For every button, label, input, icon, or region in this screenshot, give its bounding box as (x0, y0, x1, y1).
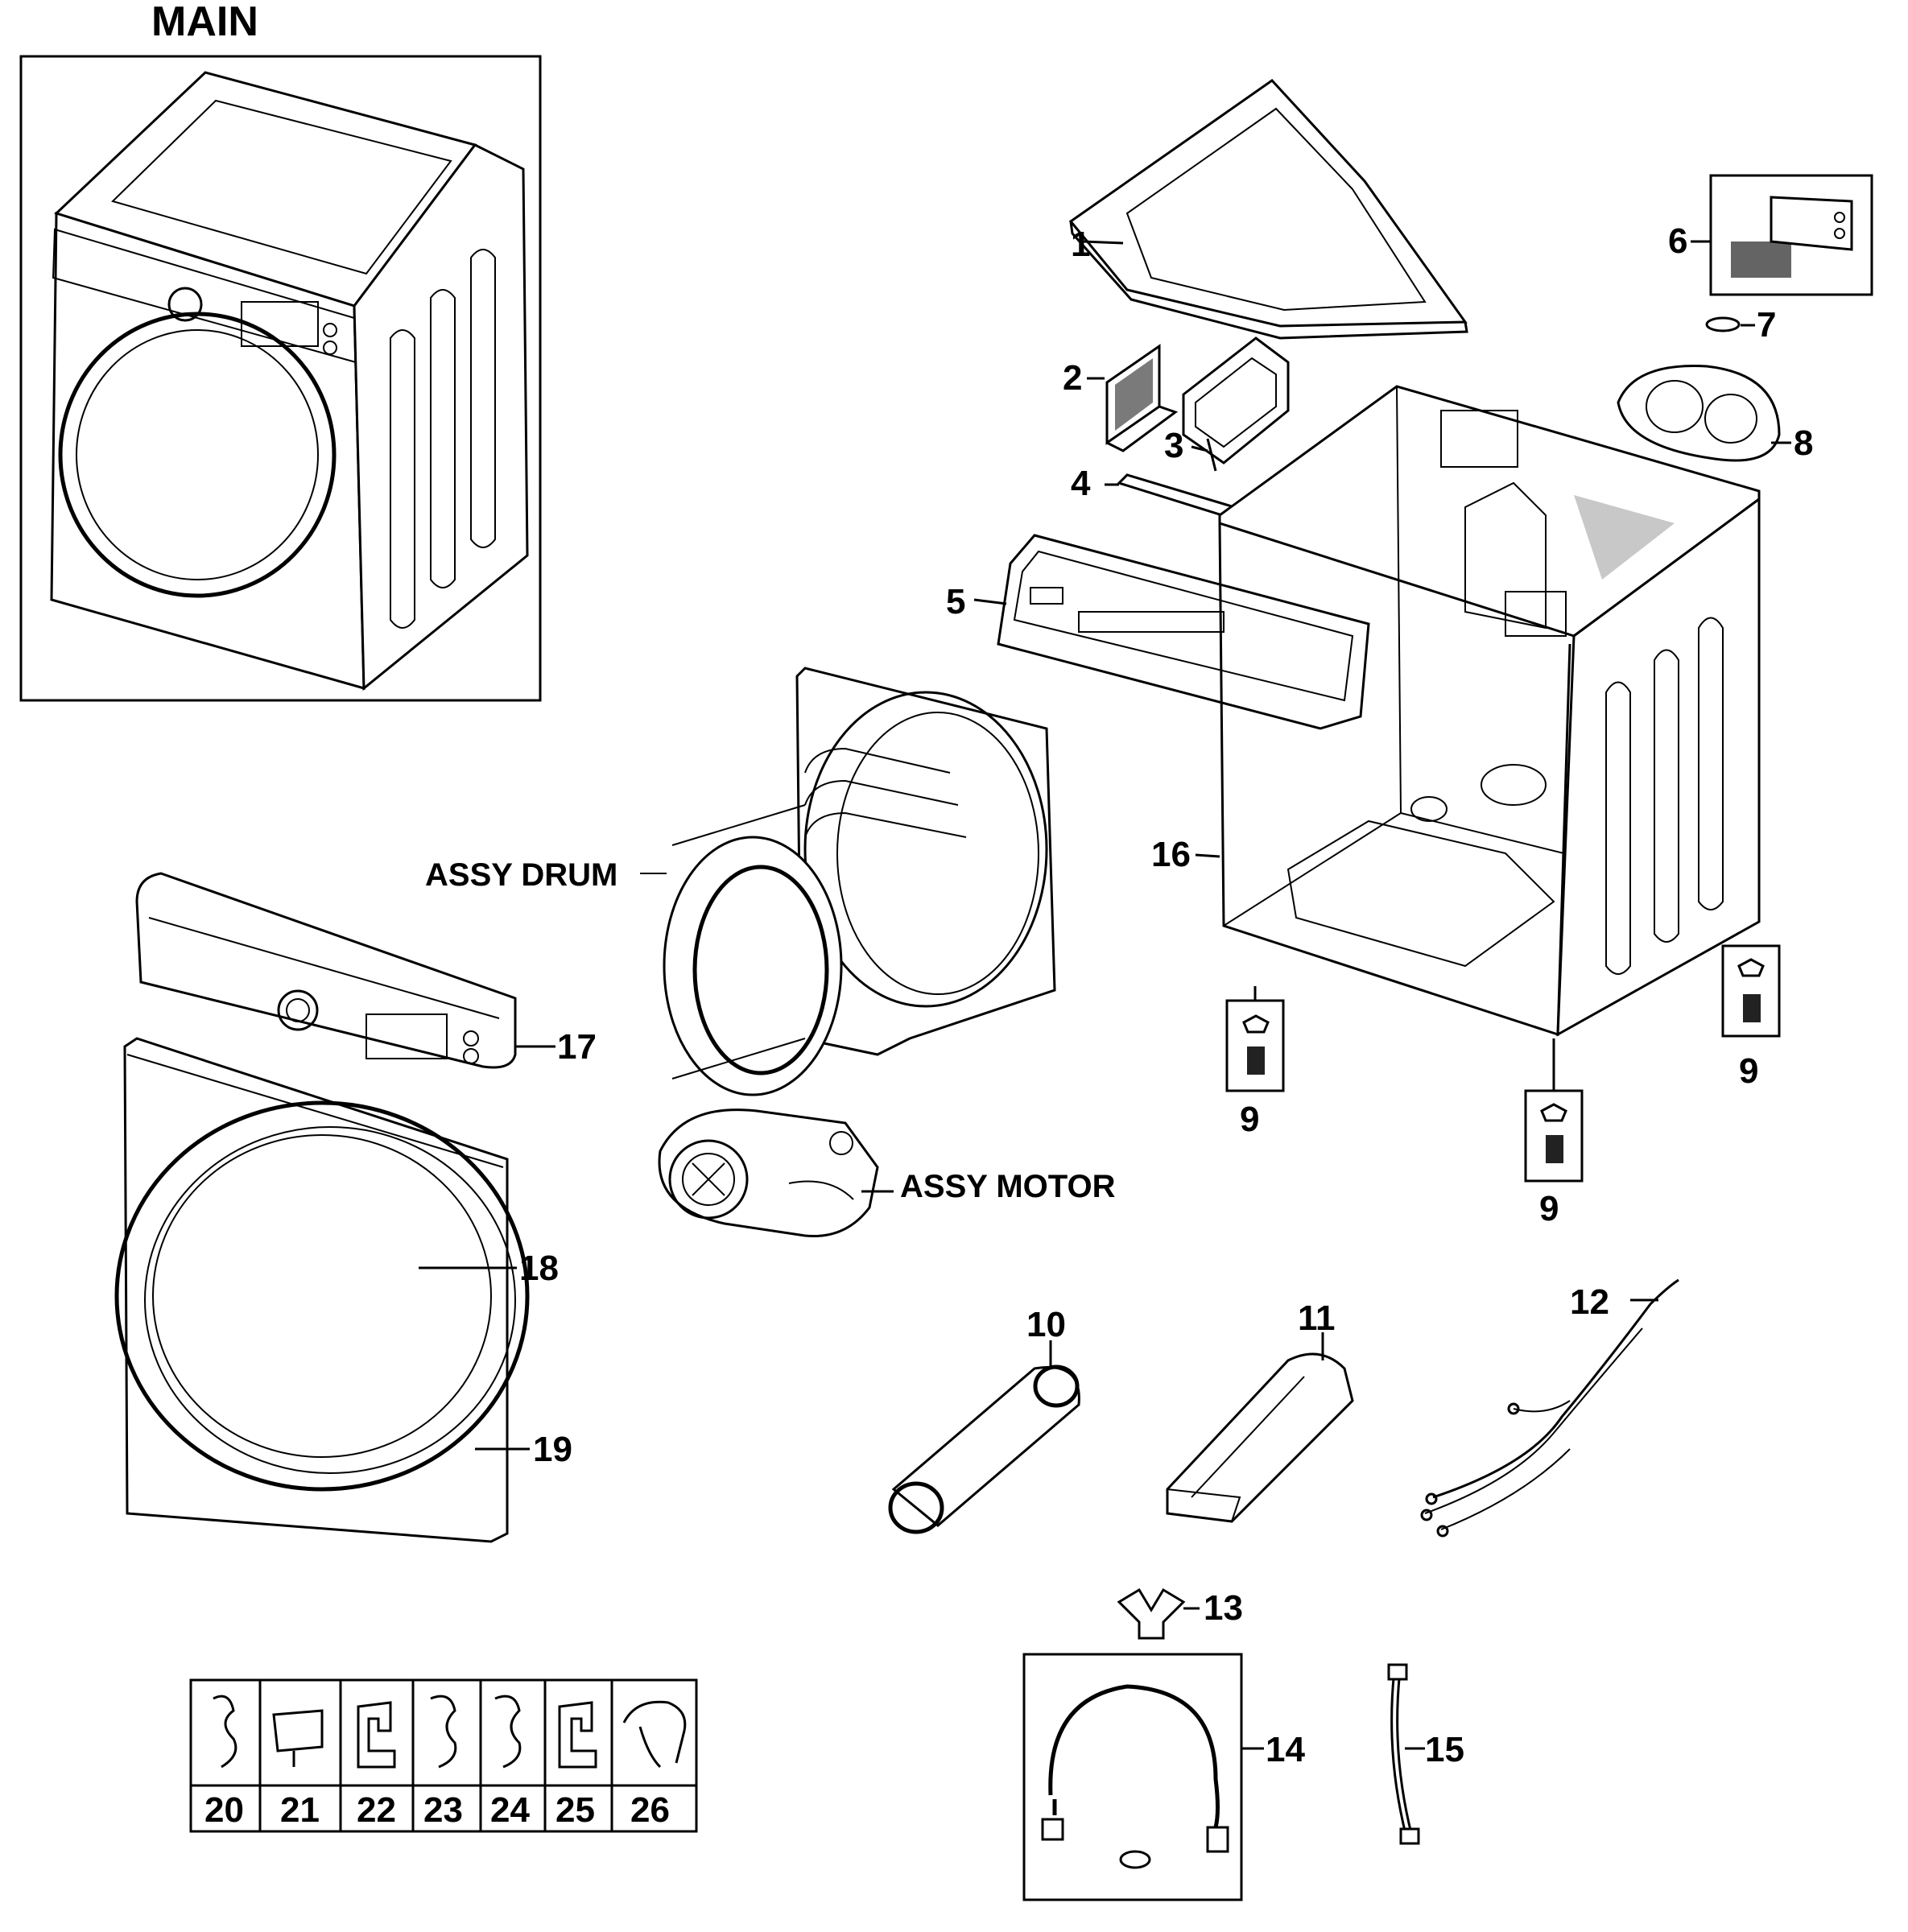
assy-motor-label: ASSY MOTOR (900, 1169, 1116, 1204)
callout-5: 5 (946, 582, 965, 621)
callout-9-right: 9 (1739, 1051, 1758, 1091)
part-y-connector (1117, 1587, 1200, 1640)
part-filter (1087, 344, 1179, 452)
part-water-hose (1022, 1653, 1264, 1901)
callout-4: 4 (1071, 464, 1091, 503)
part-top-panel (1068, 79, 1468, 340)
clip-icon (430, 1695, 457, 1769)
callout-14: 14 (1266, 1730, 1305, 1769)
bracket-icon (558, 1701, 597, 1769)
part-filter-housing (1182, 336, 1290, 472)
hardware-23: 23 (423, 1790, 463, 1830)
part-leveling-foot-left (1225, 986, 1285, 1092)
diagram-title: MAIN (151, 0, 258, 45)
bracket-icon (357, 1701, 396, 1769)
callout-1: 1 (1071, 225, 1090, 264)
hardware-table: 20 21 22 23 24 25 26 (189, 1678, 698, 1833)
part-front-panel (123, 1037, 509, 1543)
callout-9-center: 9 (1539, 1189, 1559, 1228)
callout-13: 13 (1204, 1588, 1243, 1628)
holder-icon (272, 1709, 324, 1767)
main-dryer-overview (19, 55, 542, 702)
callout-11: 11 (1298, 1298, 1336, 1338)
callout-2: 2 (1063, 358, 1082, 398)
callout-15: 15 (1425, 1730, 1464, 1769)
callout-9-left: 9 (1240, 1100, 1259, 1139)
callout-10: 10 (1026, 1305, 1066, 1344)
assy-drum (640, 667, 1056, 1096)
callout-12: 12 (1570, 1282, 1609, 1322)
part-control-bracket (973, 534, 1370, 730)
part-control-panel (135, 872, 555, 1069)
part-door (114, 1100, 530, 1492)
clip-icon (494, 1695, 522, 1769)
part-cabinet (1195, 385, 1761, 1037)
callout-7: 7 (1757, 305, 1776, 345)
part-drum-seal (1617, 365, 1791, 462)
callout-3: 3 (1164, 426, 1183, 465)
part-heater (1166, 1332, 1354, 1523)
clamp-icon (622, 1700, 687, 1769)
callout-16: 16 (1151, 835, 1191, 874)
assy-motor (658, 1108, 894, 1238)
callout-17: 17 (557, 1027, 597, 1067)
part-short-hose (1387, 1663, 1425, 1845)
part-small-gasket (1705, 316, 1755, 332)
callout-19: 19 (533, 1430, 572, 1469)
part-leveling-foot-center (1524, 1038, 1584, 1183)
hardware-25: 25 (555, 1790, 595, 1830)
callout-8: 8 (1794, 423, 1813, 463)
part-lint-filter (1691, 174, 1873, 296)
part-leveling-foot-right (1721, 944, 1781, 1038)
hardware-22: 22 (357, 1790, 396, 1830)
callout-6: 6 (1668, 221, 1687, 261)
hardware-20: 20 (204, 1790, 244, 1830)
assy-drum-label: ASSY DRUM (425, 857, 617, 893)
hardware-21: 21 (280, 1790, 320, 1830)
hardware-24: 24 (490, 1790, 530, 1830)
callout-18: 18 (519, 1249, 559, 1288)
clip-icon (213, 1695, 237, 1769)
part-exhaust-duct (888, 1340, 1080, 1534)
part-wire-harness (1420, 1278, 1679, 1538)
hardware-26: 26 (630, 1790, 670, 1830)
